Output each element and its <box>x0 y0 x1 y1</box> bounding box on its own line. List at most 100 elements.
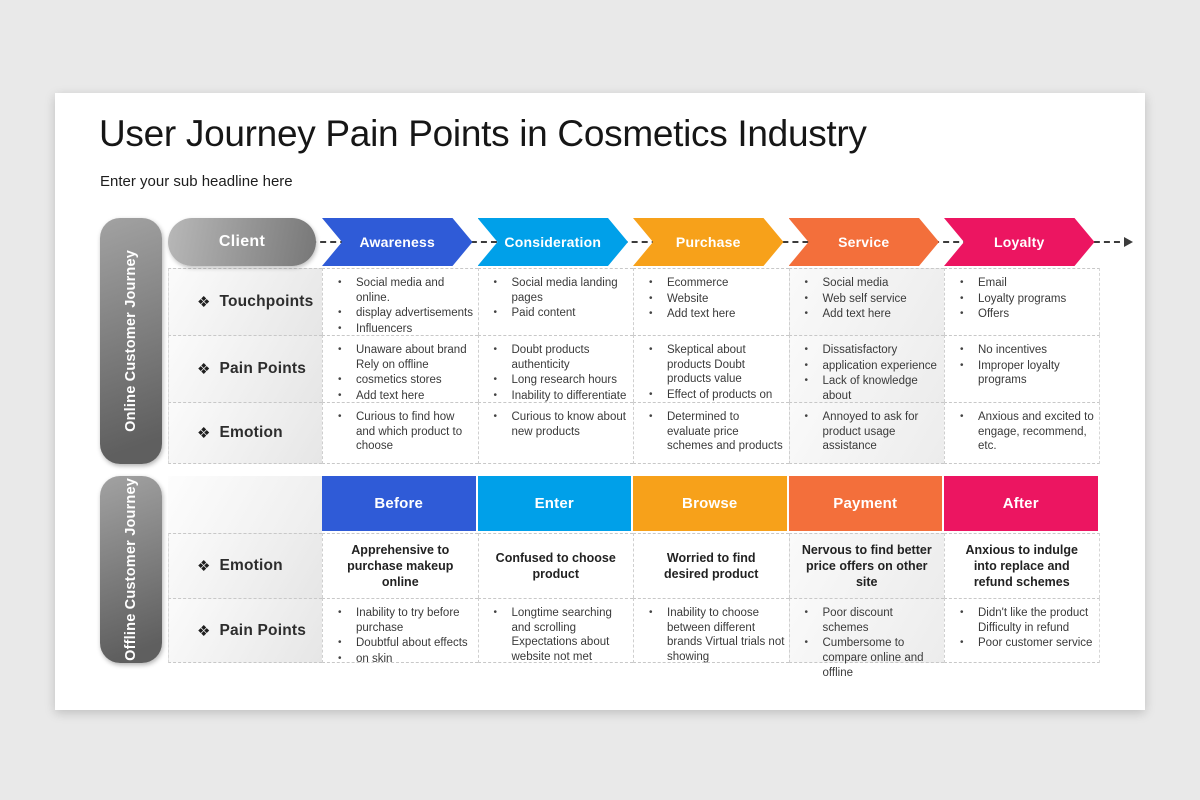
bullet-item: Long research hours <box>479 373 630 388</box>
row-label-text: Pain Points <box>219 621 307 639</box>
stage-service: Service <box>789 218 940 266</box>
data-cell: Determined to evaluate price schemes and… <box>633 402 789 464</box>
data-cell: Longtime searching and scrolling Expecta… <box>477 598 633 665</box>
bullet-list: EcommerceWebsiteAdd text here <box>634 276 785 322</box>
bullet-list: Curious to know about new products <box>479 410 630 439</box>
bullet-item: Add text here <box>790 307 941 322</box>
bullet-text: Anxious and excited to engage, recommend… <box>978 411 1094 453</box>
diamond-icon: ❖ <box>197 361 211 378</box>
stage-before: Before <box>322 476 476 531</box>
bullet-text: Email <box>978 277 1007 289</box>
bullet-text: Improper loyalty programs <box>978 359 1060 387</box>
data-cell: No incentivesImproper loyalty programs <box>944 335 1100 402</box>
bullet-text: display advertisements <box>356 307 473 320</box>
bullet-list: Didn't like the product Difficulty in re… <box>945 606 1095 651</box>
stage-label: Purchase <box>675 234 741 250</box>
bullet-text: Loyalty programs <box>978 292 1067 305</box>
bullet-item: Website <box>634 292 785 307</box>
data-cell: Skeptical about products Doubt products … <box>633 335 789 402</box>
emotion-text: Confused to choose product <box>495 550 616 581</box>
stage-label: Service <box>838 234 890 250</box>
bullet-item: Inability to differentiate <box>479 389 630 404</box>
bullet-item: application experience <box>790 359 941 374</box>
bullet-text: Doubtful about effects <box>356 637 468 650</box>
bullet-text: Effect of products on <box>667 389 773 402</box>
bullet-list: Curious to find how and which product to… <box>323 410 474 454</box>
bullet-item: Doubtful about effects <box>323 636 474 651</box>
bullet-item: Email <box>945 276 1095 291</box>
emotion-cell: Nervous to find better price offers on o… <box>788 533 944 598</box>
bullet-text: Add text here <box>822 308 891 321</box>
stage-label: After <box>1002 495 1039 512</box>
data-cell: Annoyed to ask for product usage assista… <box>788 402 944 464</box>
bullet-item: Influencers <box>323 322 474 337</box>
row-label-pain-points: ❖ Pain Points <box>168 598 322 663</box>
bullet-text: Skeptical about products Doubt products … <box>667 344 746 386</box>
stage-label: Awareness <box>359 234 435 250</box>
bullet-text: Cumbersome to compare online and offline <box>822 637 924 679</box>
bullet-list: Inability to choose between different br… <box>634 606 785 665</box>
emotion-cell: Apprehensive to purchase makeup online <box>322 533 478 598</box>
data-cell: Anxious and excited to engage, recommend… <box>944 402 1100 464</box>
bullet-item: Anxious and excited to engage, recommend… <box>945 410 1095 454</box>
bullet-text: Annoyed to ask for product usage assista… <box>822 411 919 453</box>
bullet-item: Doubt products authenticity <box>479 343 630 372</box>
stage-label: Browse <box>682 495 738 512</box>
bullet-list: Social media and online. display advertis… <box>323 276 474 337</box>
bullet-text: Unaware about brand Rely on offline <box>356 344 467 371</box>
bullet-item: display advertisements <box>323 306 474 321</box>
stage-label: Loyalty <box>994 234 1045 250</box>
section-label-text: Offline Customer Journey <box>122 478 139 661</box>
stage-after: After <box>944 476 1098 531</box>
data-cell: Inability to try before purchaseDoubtful… <box>322 598 478 666</box>
bullet-item: Effect of products on <box>634 388 785 403</box>
bullet-item: Social media and online. <box>323 276 474 305</box>
bullet-text: Inability to try before purchase <box>356 607 460 634</box>
bullet-text: Social media <box>822 277 889 289</box>
bullet-text: Website <box>667 292 709 305</box>
bullet-item: Annoyed to ask for product usage assista… <box>790 410 941 454</box>
bullet-item: Inability to choose between different br… <box>634 606 785 665</box>
stage-label: Enter <box>534 495 574 512</box>
stage-browse: Browse <box>633 476 787 531</box>
row-label-emotion: ❖Emotion <box>168 402 322 464</box>
bullet-text: Poor customer service <box>978 637 1093 650</box>
data-cell: EmailLoyalty programsOffers <box>944 268 1100 335</box>
bullet-item: Poor discount schemes <box>790 606 941 635</box>
bullet-text: Add text here <box>356 390 425 403</box>
bullet-list: No incentivesImproper loyalty programs <box>945 343 1095 388</box>
emotion-text: Anxious to indulge into replace and refu… <box>965 542 1079 590</box>
bullet-text: Curious to find how and which product to… <box>356 411 463 453</box>
stage-payment: Payment <box>788 476 942 531</box>
bullet-list: Dissatisfactoryapplication experienceLac… <box>790 343 941 404</box>
emotion-cell: Confused to choose product <box>477 533 633 598</box>
page-title: User Journey Pain Points in Cosmetics In… <box>99 113 867 154</box>
client-label: Client <box>218 233 266 250</box>
bullet-text: No incentives <box>978 344 1048 356</box>
diamond-icon: ❖ <box>197 425 211 442</box>
bullet-item: Social media landing pages <box>479 276 630 305</box>
bullet-item: Curious to find how and which product to… <box>323 410 474 454</box>
row-label-emotion: ❖Emotion <box>168 533 322 598</box>
emotion-text: Apprehensive to purchase makeup online <box>347 542 454 590</box>
bullet-item: Improper loyalty programs <box>945 359 1095 388</box>
bullet-list: Longtime searching and scrolling Expecta… <box>479 606 630 665</box>
section-label-pill: Online Customer Journey <box>100 218 162 464</box>
bullet-item: Paid content <box>479 306 630 321</box>
bullet-text: Inability to differentiate <box>511 390 627 403</box>
bullet-list: Social media landing pagesPaid content <box>479 276 630 321</box>
offline-header-spacer <box>168 476 322 533</box>
bullet-list: Doubt products authenticityLong research… <box>479 343 630 404</box>
bullet-text: Ecommerce <box>667 277 729 289</box>
bullet-item: Skeptical about products Doubt products … <box>634 343 785 387</box>
bullet-item: Ecommerce <box>634 276 785 291</box>
bullet-item: Unaware about brand Rely on offline <box>323 343 474 372</box>
bullet-list: Inability to try before purchaseDoubtful… <box>323 606 474 667</box>
bullet-text: Social media and online. <box>356 277 445 304</box>
diamond-icon: ❖ <box>197 622 211 640</box>
emotion-text: Nervous to find better price offers on o… <box>801 542 932 590</box>
stage-awareness: Awareness <box>322 218 473 266</box>
bullet-text: Influencers <box>356 323 413 336</box>
bullet-text: Determined to evaluate price schemes and… <box>667 411 783 453</box>
